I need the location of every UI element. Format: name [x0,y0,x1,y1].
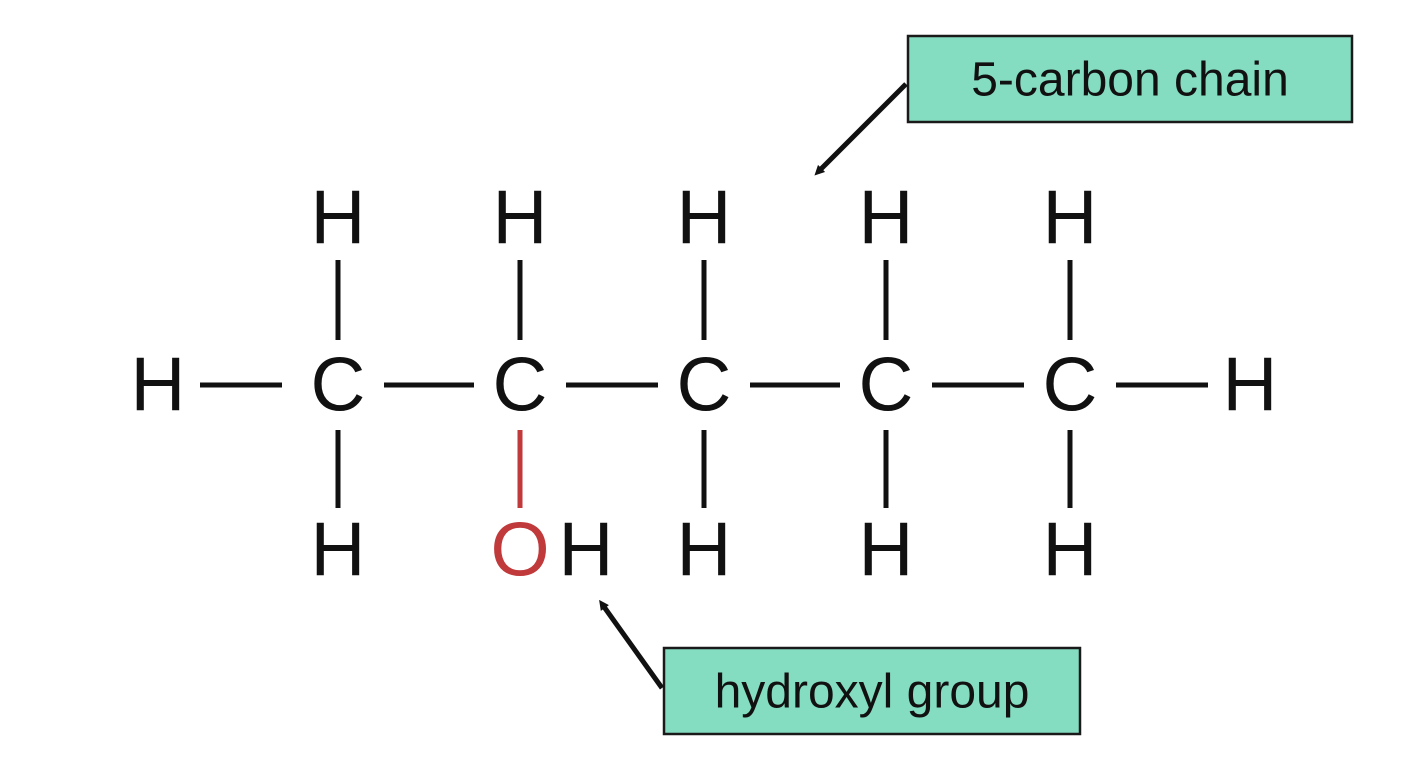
hydroxyl-label-box [662,646,1082,736]
hydroxyl-hydrogen-atom: H [559,508,614,593]
bond-group [200,260,1208,508]
hydrogen-atom-bottom-c4: H [859,508,914,593]
hydrogen-atom-bottom-c3: H [677,508,732,593]
hydrogen-atom-terminal-left: H [131,343,186,428]
chain-label-box [906,34,1354,124]
carbon-atom-2: C [493,343,548,428]
carbon-atom-3: C [677,343,732,428]
oxygen-atom: O [490,508,549,593]
hydroxyl-arrow [599,599,665,690]
carbon-atom-5: C [1043,343,1098,428]
chain-callout: 5-carbon chain [814,34,1354,176]
hydrogen-atom-bottom-c1: H [311,508,366,593]
hydrogen-atom-top-c2: H [493,176,548,261]
chain-label-text: 5-carbon chain [971,54,1289,107]
hydrogen-atom-bottom-c5: H [1043,508,1098,593]
carbon-atom-4: C [859,343,914,428]
hydrogen-atom-top-c3: H [677,176,732,261]
hydroxyl-label-text: hydroxyl group [715,666,1030,719]
hydroxyl-callout: hydroxyl group [599,599,1082,736]
hydrogen-atom-top-c1: H [311,176,366,261]
hydrogen-atom-top-c4: H [859,176,914,261]
carbon-atom-1: C [311,343,366,428]
hydrogen-atom-top-c5: H [1043,176,1098,261]
chain-arrow [814,82,908,176]
hydrogen-atom-terminal-right: H [1223,343,1278,428]
